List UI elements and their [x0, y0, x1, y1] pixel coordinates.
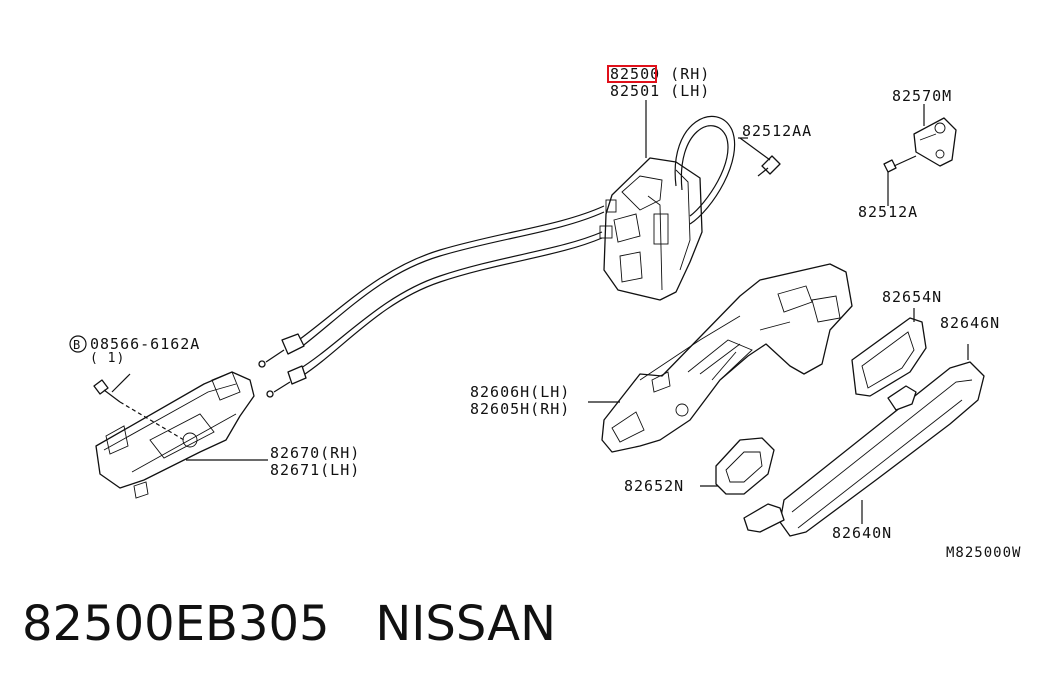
door-lock-actuator[interactable]	[599, 115, 736, 301]
label-82671-lh[interactable]: 82671(LH)	[270, 461, 360, 479]
label-82654n[interactable]: 82654N	[882, 288, 942, 306]
label-82606h-lh[interactable]: 82606H(LH)	[470, 383, 570, 401]
label-08566-6162a[interactable]: 08566-6162A	[90, 335, 200, 353]
bolt-82512aa[interactable]	[738, 137, 781, 177]
label-bolt-qty: ( 1)	[90, 351, 125, 366]
drawing-code: M825000W	[946, 545, 1021, 561]
label-82640n[interactable]: 82640N	[832, 524, 892, 542]
label-82652n[interactable]: 82652N	[624, 477, 684, 495]
lock-cables	[258, 205, 605, 398]
part-number-caption: 82500EB305 NISSAN	[22, 596, 556, 652]
gasket-82652n[interactable]	[700, 437, 775, 495]
label-82512a[interactable]: 82512A	[858, 203, 918, 221]
inner-handle-rod-82670[interactable]	[95, 371, 268, 499]
escutcheon-82654n[interactable]	[851, 308, 927, 397]
outside-handle-82640n[interactable]	[743, 344, 985, 537]
part-labels: 82500 (RH) 82501 (LH) 82512AA 82570M 825…	[69, 65, 1021, 561]
bolt-08566-6162a[interactable]	[93, 373, 185, 441]
label-82570m[interactable]: 82570M	[892, 87, 952, 105]
label-82670-rh[interactable]: 82670(RH)	[270, 444, 360, 462]
label-82646n[interactable]: 82646N	[940, 314, 1000, 332]
b-symbol-circle	[69, 335, 87, 353]
label-82501-lh[interactable]: 82501 (LH)	[610, 82, 710, 100]
striker-82570m[interactable]	[883, 104, 957, 206]
label-82605h-rh[interactable]: 82605H(RH)	[470, 400, 570, 418]
b-symbol: B	[73, 338, 81, 352]
label-82512aa[interactable]: 82512AA	[742, 122, 812, 140]
highlight-box	[607, 65, 657, 83]
label-82500-rh[interactable]: 82500 (RH)	[610, 65, 710, 83]
outer-handle-bracket[interactable]	[601, 263, 853, 453]
